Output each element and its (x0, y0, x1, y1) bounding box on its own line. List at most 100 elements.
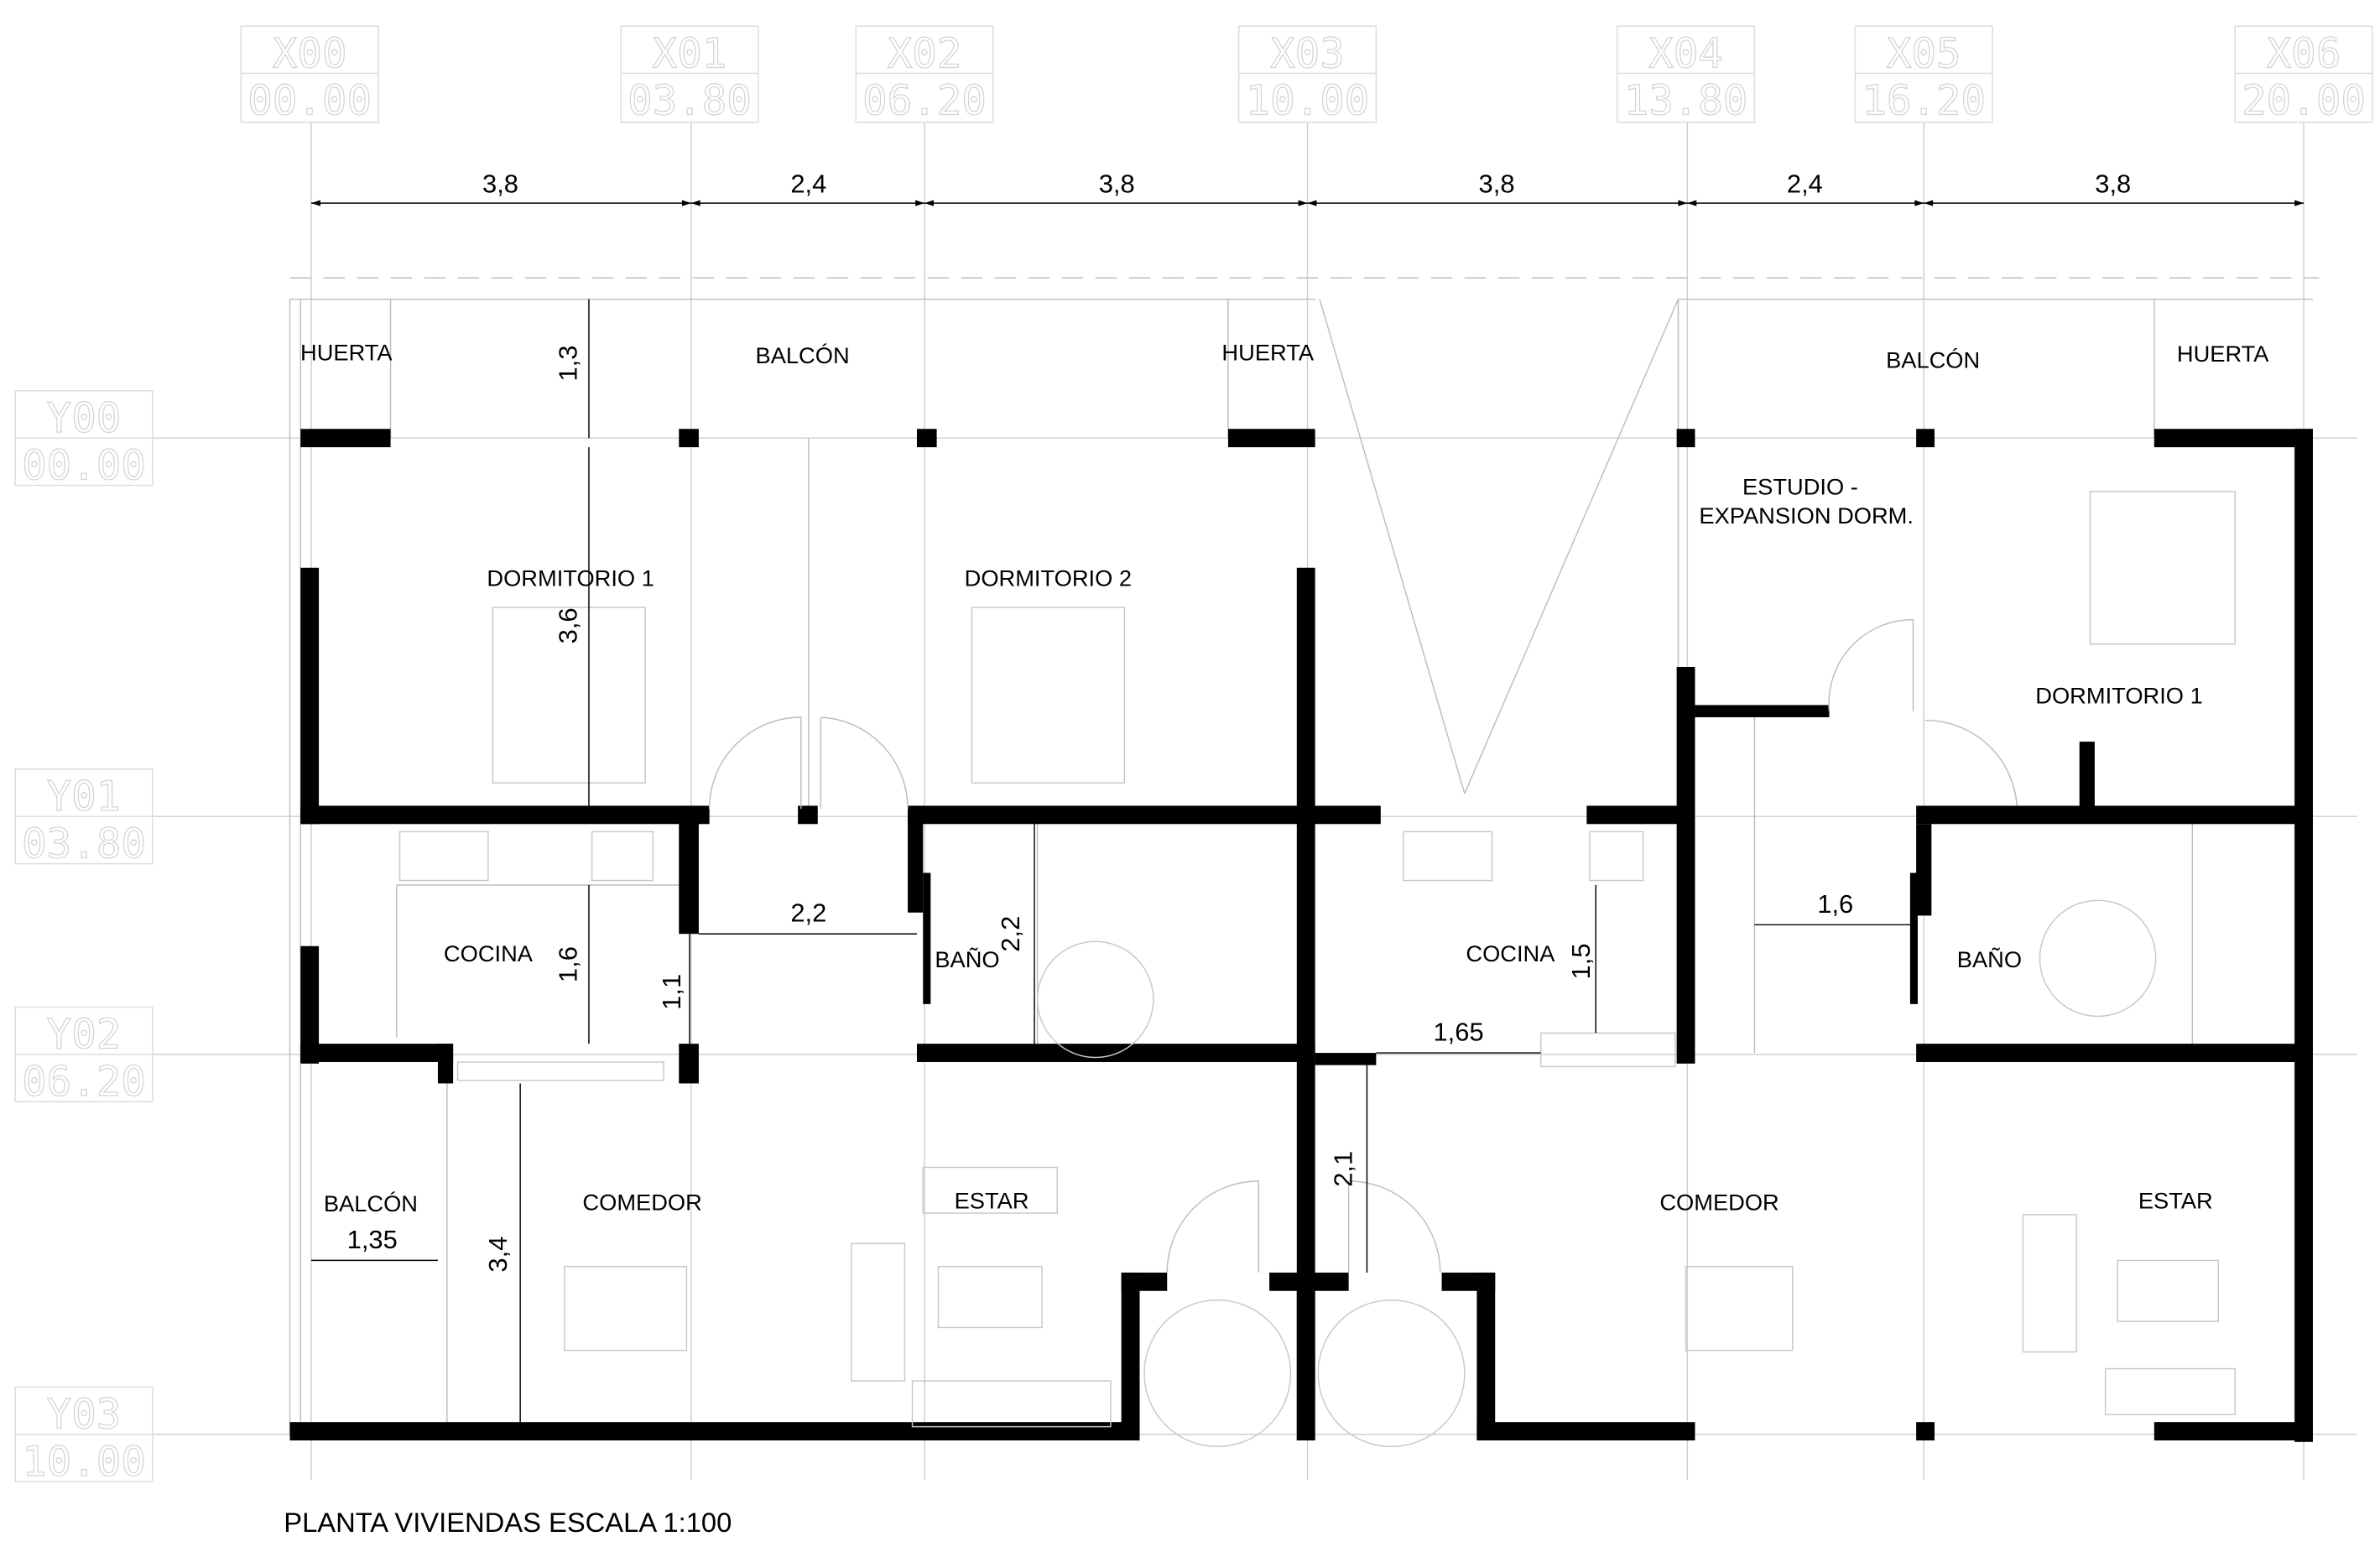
walls-part (300, 567, 320, 825)
interior-dimensions-part: 2,2 (790, 898, 826, 928)
interior-dimensions-part: 2,1 (1328, 1151, 1357, 1187)
grid-bubble-x01-part (620, 25, 759, 123)
room-label-dormitorio-1: DORMITORIO 1 (487, 565, 654, 591)
span-dimension-line: 3,8 2,4 3,8 3,8 2,4 3,8 (310, 169, 2304, 206)
room-label-balcon: BALCÓN (324, 1190, 418, 1216)
walls-part (1476, 1272, 1496, 1440)
grid-bubble-x01-part: 03.80 (628, 76, 752, 125)
furniture-part (492, 607, 646, 784)
walls-part (1476, 1422, 1695, 1440)
doors-part (1143, 1299, 1292, 1447)
grid-bubble-y01-part: 03.80 (22, 819, 146, 867)
doors-part (1828, 618, 1914, 711)
walls-part (300, 429, 391, 448)
room-label-balcon: BALCÓN (756, 342, 850, 368)
room-label-estudio-expansion: EXPANSION DORM. (1699, 503, 1914, 529)
grid-bubble-x03-part: X03 (1270, 29, 1345, 77)
furniture (398, 491, 2236, 1428)
furniture-part (1403, 831, 1493, 882)
grid-lines (152, 122, 2357, 1481)
grid-bubble-x03-part: 10.00 (1246, 76, 1370, 125)
grid-bubble-x04-part: X04 (1648, 29, 1723, 77)
grid-bubble-y01-part: Y01 (47, 772, 122, 820)
grid-bubble-x05-part: 16.20 (1862, 76, 1986, 125)
walls-part (1916, 824, 1932, 916)
interior-dimensions-part: 1,5 (1566, 943, 1596, 979)
interior-dimensions-part: 3,4 (483, 1237, 513, 1273)
room-label-cocina: COCINA (1466, 940, 1555, 966)
grid-bubble-y00-part: 00.00 (22, 440, 146, 489)
grid-bubble-x00-part (240, 25, 379, 123)
span-dimension-line-part (310, 200, 2304, 206)
grid-bubble-x05-part (1854, 25, 1993, 123)
balcony-outline-part (1464, 299, 1680, 794)
room-labels: HUERTA BALCÓN HUERTA BALCÓN HUERTA DORMI… (300, 339, 2269, 1216)
doors-part (1925, 719, 2018, 806)
walls-part (679, 1044, 699, 1084)
doors-part (1166, 1180, 1260, 1273)
walls-part (1676, 666, 1695, 1064)
doors-part (1347, 1180, 1441, 1273)
walls-part (289, 1422, 1140, 1440)
furniture-part (2117, 1259, 2219, 1322)
walls-part (908, 805, 924, 913)
furniture-part (398, 831, 489, 882)
room-label-dormitorio-1: DORMITORIO 1 (2035, 683, 2202, 709)
walls-part (2153, 1422, 2313, 1440)
walls-part (1121, 1272, 1168, 1291)
grid-bubble-x05-part: X05 (1887, 29, 1961, 77)
room-label-huerta: HUERTA (2177, 341, 2269, 367)
furniture-part (2039, 899, 2157, 1018)
grid-bubble-y03-part: Y03 (47, 1389, 122, 1438)
furniture-part (911, 1380, 1112, 1428)
walls-part (679, 805, 699, 935)
walls-part (1916, 1422, 1935, 1440)
walls-part (1586, 805, 1694, 825)
furniture-part (971, 607, 1126, 784)
furniture-part (2104, 1367, 2236, 1415)
balcony-outline-part (1319, 299, 1466, 794)
interior-dimensions-part: 1,1 (657, 974, 686, 1010)
walls-part (1695, 705, 1830, 717)
grid-bubble-x03-part (1237, 25, 1377, 123)
walls-part (916, 429, 937, 448)
walls-part (2294, 429, 2313, 1442)
grid-bubble-x04-part: 13.80 (1624, 76, 1748, 125)
walls-part (437, 1044, 454, 1084)
balcony-outline (289, 277, 2320, 1435)
room-label-dormitorio-2: DORMITORIO 2 (965, 565, 1132, 591)
furniture-part (456, 1061, 664, 1081)
walls-part (300, 805, 710, 825)
walls-part (1676, 429, 1695, 448)
walls-part (916, 1044, 1315, 1062)
furniture-part (1540, 1032, 1676, 1068)
room-label-huerta: HUERTA (1221, 339, 1314, 365)
interior-dimensions-part: 1,3 (553, 346, 582, 382)
doors-part (708, 716, 802, 810)
furniture-part (1589, 831, 1644, 882)
grid-bubble-x04-part (1616, 25, 1756, 123)
furniture-part (1036, 940, 1154, 1059)
room-label-bano: BAÑO (1957, 946, 2022, 972)
walls-part (908, 805, 1381, 825)
grid-bubble-x00-part: X00 (273, 29, 347, 77)
furniture-part (1685, 1265, 1794, 1351)
walls-part (1121, 1272, 1140, 1440)
doors-part (1317, 1299, 1466, 1447)
grid-bubble-x06-part: 20.00 (2242, 76, 2366, 125)
walls-part (1916, 429, 1935, 448)
furniture-part (564, 1265, 688, 1351)
span-label: 3,8 (1099, 169, 1135, 198)
drawing-title: PLANTA VIVIENDAS ESCALA 1:100 (284, 1507, 732, 1538)
grid-bubble-x02-part (855, 25, 994, 123)
span-label: 2,4 (1787, 169, 1823, 198)
grid-bubble-x06-part: X06 (2267, 29, 2341, 77)
room-label-estar: ESTAR (2138, 1188, 2213, 1214)
walls-part (1916, 1044, 2313, 1062)
room-label-comedor: COMEDOR (582, 1189, 701, 1215)
